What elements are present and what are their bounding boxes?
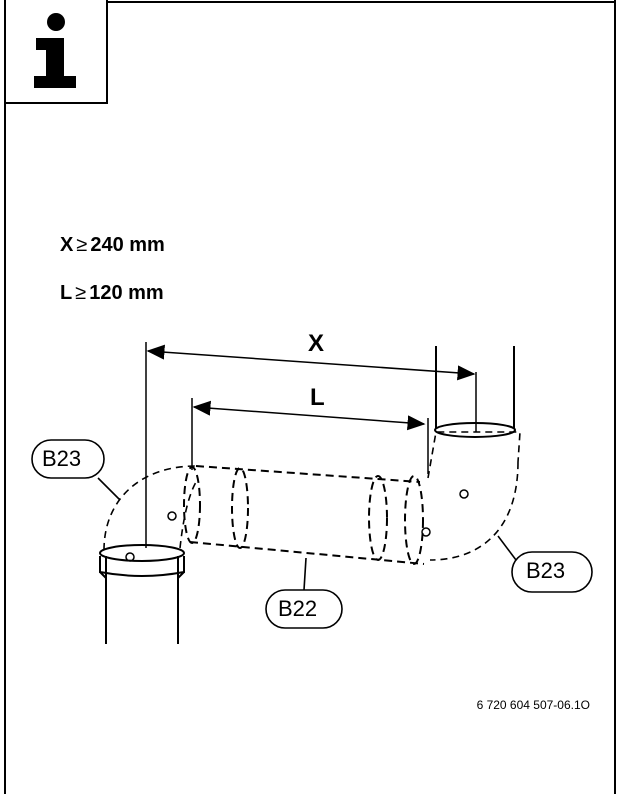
requirement-l: L≥120 mm [60,282,164,305]
callout-b23-right [497,535,593,593]
info-icon [6,0,106,102]
horizontal-pipe [183,465,425,565]
dimension-x [145,342,477,548]
callout-b23-left [31,439,121,501]
requirement-x: X≥240 mm [60,234,165,257]
requirement-value: 120 mm [89,282,164,304]
document-reference: 6 720 604 507-06.1O [476,698,590,712]
screw-icon [125,552,135,562]
requirement-var: X [60,234,74,256]
requirement-operator: ≥ [75,282,87,304]
screw-icon [167,511,177,521]
requirement-operator: ≥ [76,234,88,256]
left-vertical-pipe [99,544,185,644]
dimension-l-label: L [310,384,325,411]
left-elbow [103,465,197,551]
dimension-l [191,398,429,474]
screw-icon [421,527,431,537]
callout-b22 [265,557,343,629]
callout-label-b23-right: B23 [526,558,566,583]
right-elbow [427,431,521,561]
callout-label-b23-left: B23 [42,446,82,471]
dimension-x-label: X [308,330,325,357]
requirement-value: 240 mm [90,234,165,256]
callout-label-b22: B22 [278,596,318,621]
requirement-var: L [60,282,73,304]
info-box [4,0,108,104]
right-vertical-pipe [434,346,516,438]
screw-icon [459,489,469,499]
